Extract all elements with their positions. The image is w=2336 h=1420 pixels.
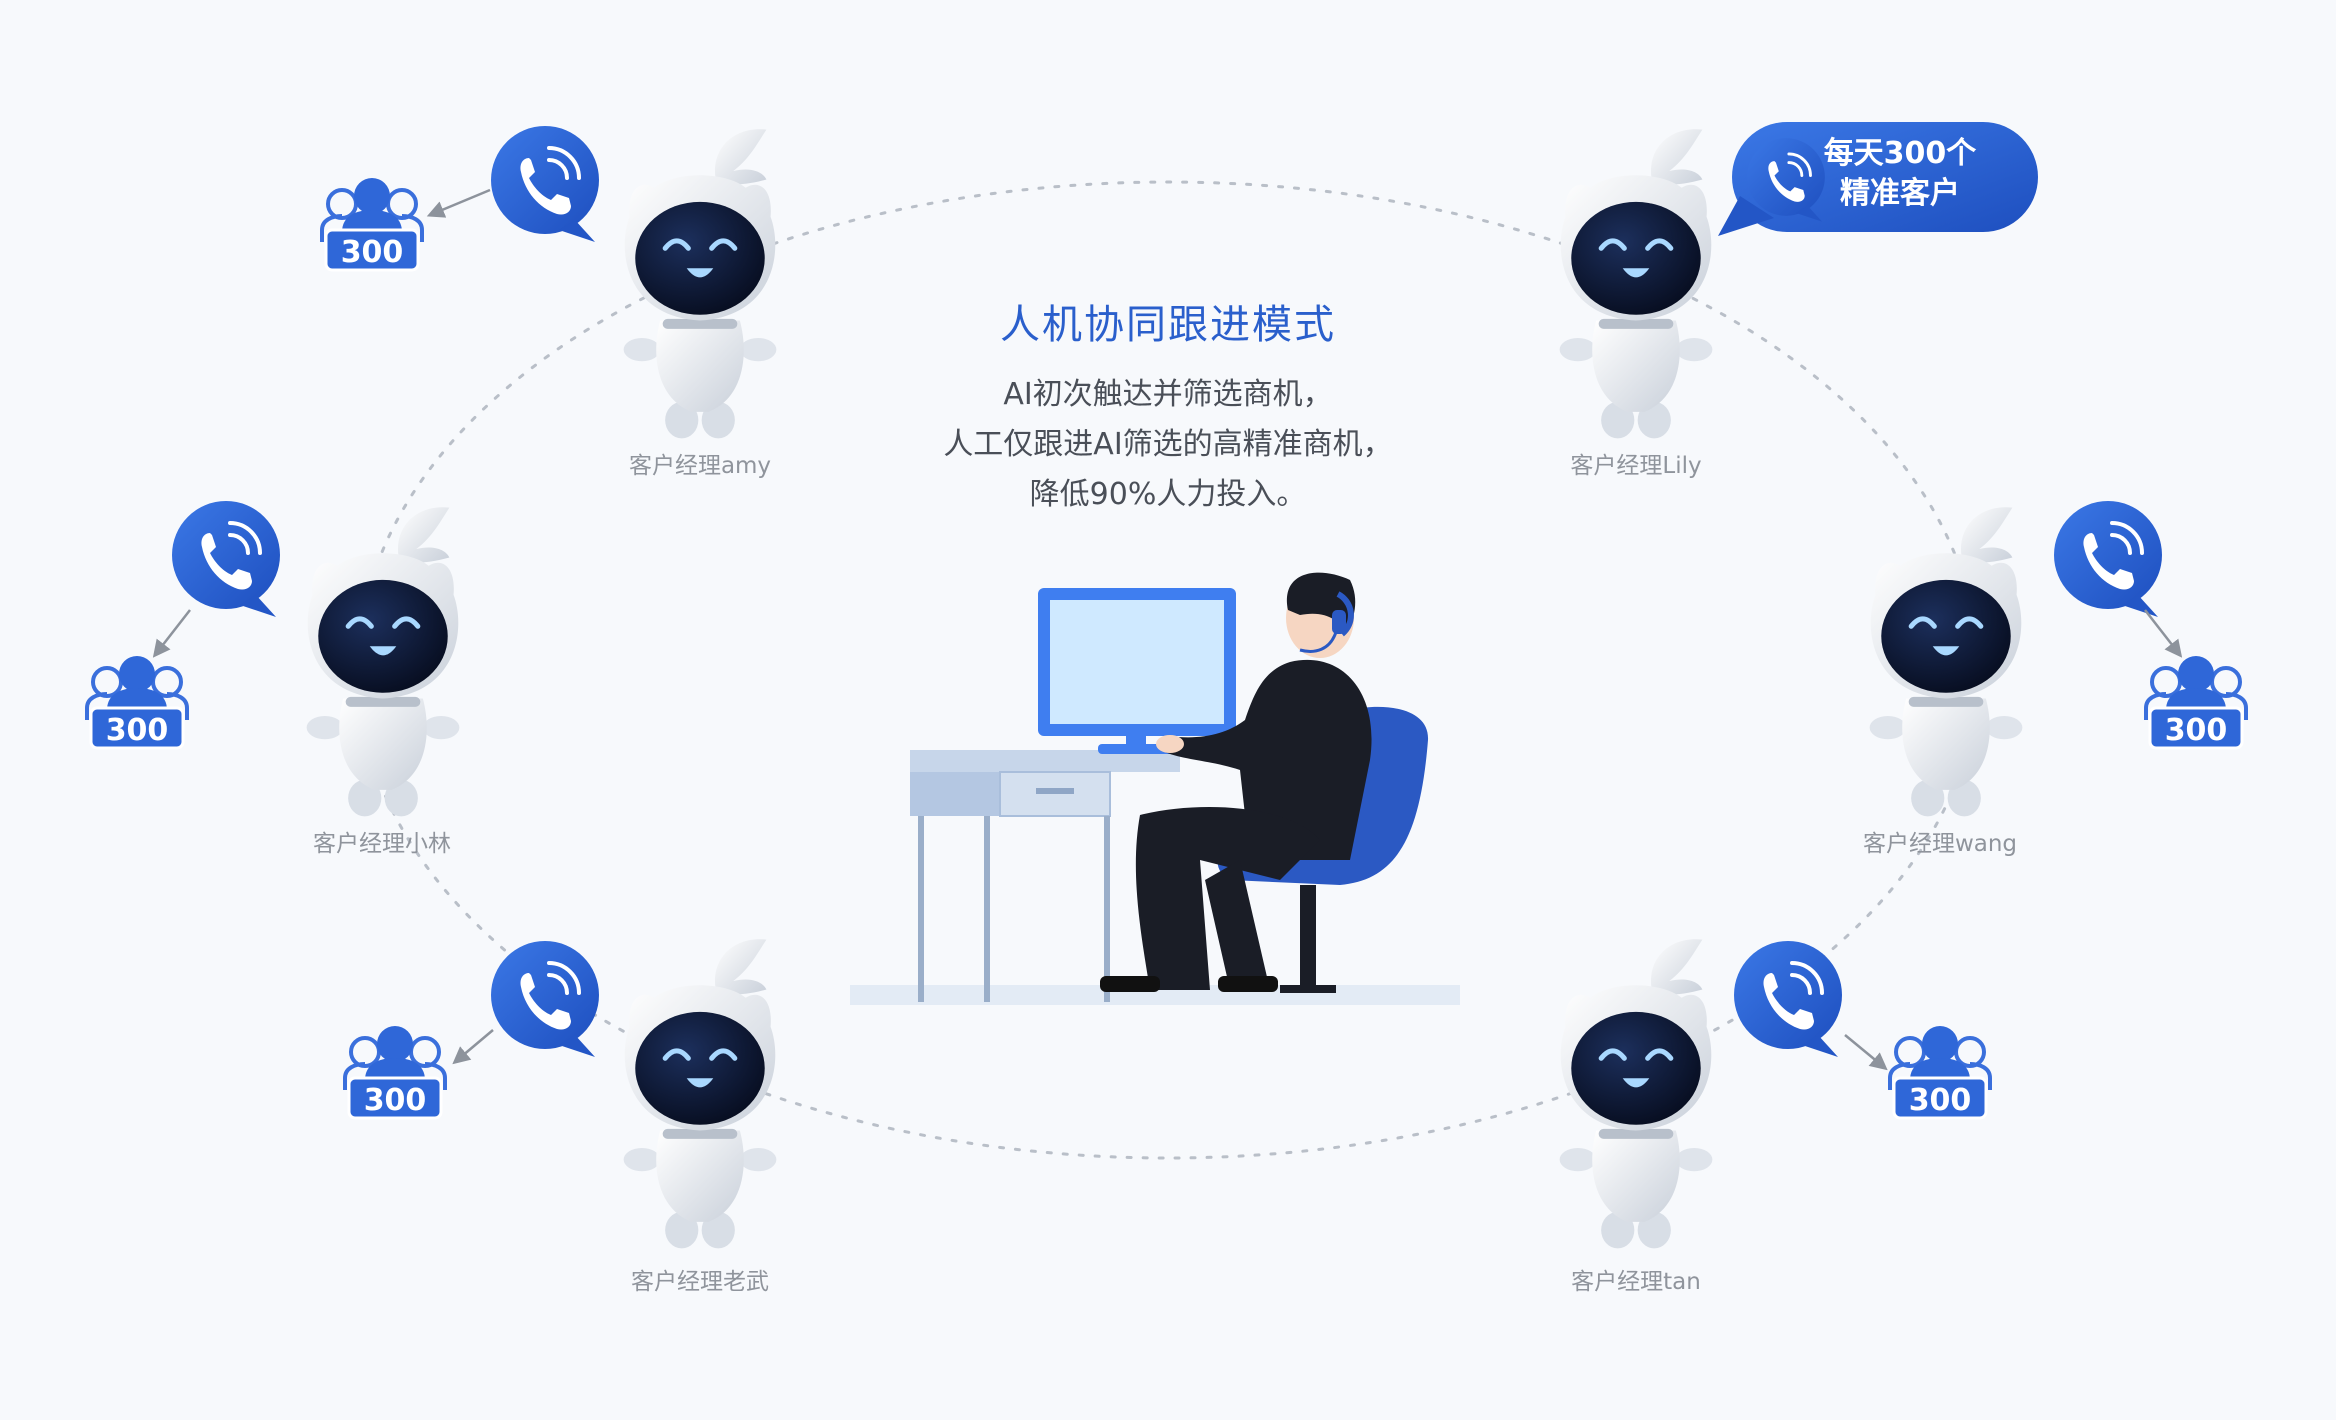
phone-icon: [1734, 941, 1842, 1057]
lead-count-badge: 300: [106, 713, 169, 748]
lead-count-badge: 300: [1909, 1083, 1972, 1118]
lead-count-badge: 300: [2165, 713, 2228, 748]
robot-icon: [624, 129, 777, 438]
customer-service-agent-icon: [850, 573, 1460, 1005]
robot-node-tan: 300: [1560, 939, 1990, 1248]
robot-node-lily: [1560, 129, 1713, 438]
robot-icon: [624, 939, 777, 1248]
phone-icon: [2054, 501, 2162, 617]
robot-icon: [307, 507, 460, 816]
call-arrow: [2145, 610, 2180, 655]
robot-node-laowu: 300: [345, 939, 776, 1248]
phone-icon: [172, 501, 280, 617]
robot-icon: [1560, 939, 1713, 1248]
call-arrow: [1845, 1035, 1885, 1068]
daily-leads-bubble: [1718, 122, 2038, 236]
call-arrow: [455, 1030, 493, 1062]
phone-icon: [491, 941, 599, 1057]
robot-icon: [1560, 129, 1713, 438]
robot-node-amy: 300: [322, 126, 776, 438]
call-arrow: [155, 610, 190, 655]
call-arrow: [430, 190, 490, 215]
phone-icon: [491, 126, 599, 242]
robot-node-wang: 300: [1870, 501, 2246, 816]
robot-node-xiaolin: 300: [87, 501, 459, 816]
lead-count-badge: 300: [364, 1083, 427, 1118]
lead-count-badge: 300: [341, 235, 404, 270]
robot-icon: [1870, 507, 2023, 816]
